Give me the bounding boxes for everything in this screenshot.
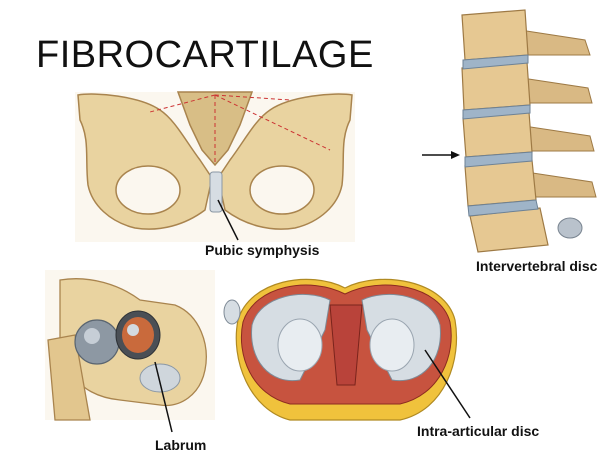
intra-articular-disc-label: Intra-articular disc (417, 423, 540, 439)
vertebral-column-illustration (422, 5, 615, 255)
pelvis-illustration (75, 91, 355, 242)
slide-title: FIBROCARTILAGE (36, 34, 374, 76)
labrum-label: Labrum (155, 437, 207, 453)
meniscus-illustration (220, 268, 471, 433)
pubic-symphysis-label: Pubic symphysis (205, 242, 320, 258)
intervertebral-disc-label: Intervertebral disc (476, 258, 598, 274)
hip-joint-illustration (45, 270, 215, 433)
